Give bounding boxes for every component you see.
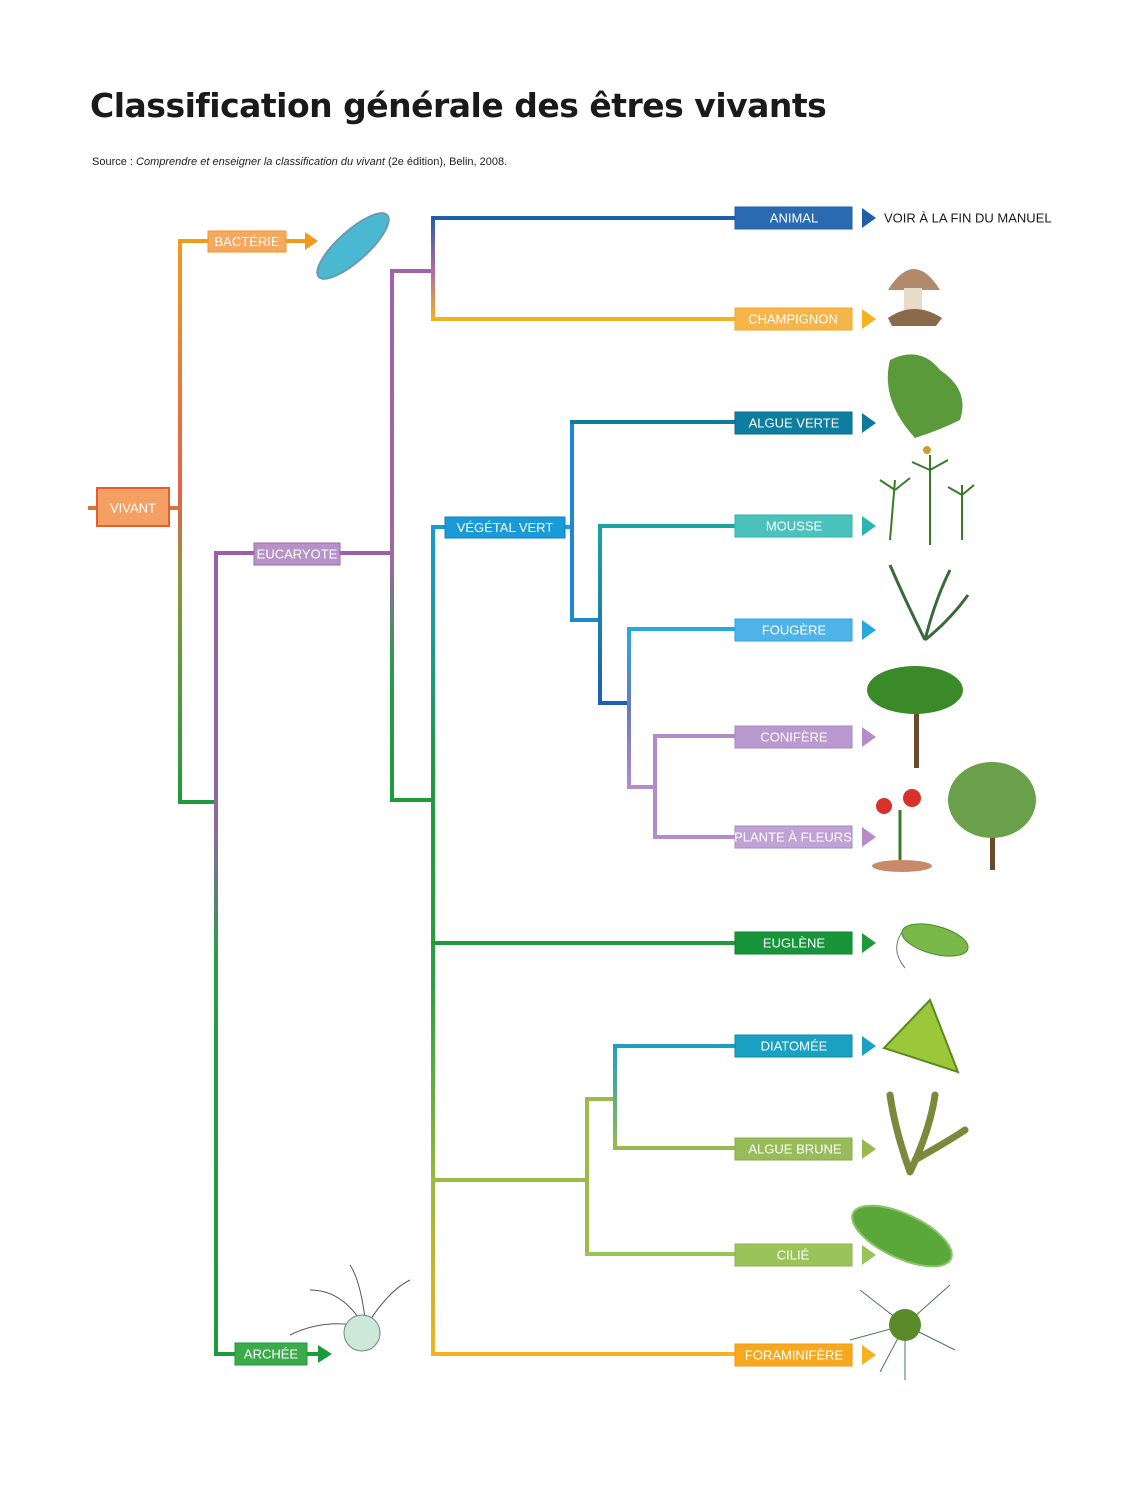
animal-line (431, 216, 741, 220)
arrow-icon (305, 232, 318, 250)
main-eucaryote-axis (431, 525, 435, 1356)
arrow-icon (862, 1139, 876, 1159)
leaf-label: DIATOMÉE (761, 1039, 828, 1054)
leaf-euglene[interactable]: EUGLÈNE (734, 931, 876, 955)
arrow-icon (862, 309, 876, 329)
arrow-icon (318, 1345, 332, 1363)
conifere-line (653, 734, 740, 738)
leaf-label: CHAMPIGNON (748, 312, 838, 327)
leaf-label: MOUSSE (766, 519, 823, 534)
eucaryote-archee-branch (214, 551, 218, 1356)
animal-note: VOIR À LA FIN DU MANUEL (884, 211, 1052, 226)
mushroom-illustration (888, 269, 942, 326)
arrow-icon (862, 413, 876, 433)
source-prefix: Source : (92, 156, 137, 168)
champignon-line (431, 317, 741, 321)
fern-illustration (888, 564, 970, 642)
plante-fleurs-line (653, 835, 740, 839)
sar-split (585, 1097, 589, 1256)
leaf-algue-brune[interactable]: ALGUE BRUNE (734, 1137, 876, 1161)
stramenopile-branch (585, 1097, 617, 1101)
node-label: VÉGÉTAL VERT (457, 520, 554, 535)
ciliate-illustration (851, 1204, 953, 1268)
tracheophyte-branch (598, 701, 631, 705)
green-algae-illustration (887, 354, 963, 438)
animal-champignon-split (431, 216, 435, 321)
leaf-plante-a-fleurs[interactable]: PLANTE À FLEURS (734, 825, 876, 849)
leaf-cilie[interactable]: CILIÉ (734, 1243, 876, 1267)
node-vegetal-vert[interactable]: VÉGÉTAL VERT (444, 516, 566, 539)
leaf-fougere[interactable]: FOUGÈRE (734, 618, 876, 642)
euglene-line (431, 941, 741, 945)
source-edition: (2e édition), Belin, 2008. (384, 156, 508, 168)
foraminifere-line (431, 1352, 741, 1356)
leaf-label: ALGUE BRUNE (748, 1142, 842, 1157)
leaf-foraminifere[interactable]: FORAMINIFÈRE (734, 1343, 876, 1367)
brown-algae-illustration (886, 1091, 969, 1176)
node-label: EUCARYOTE (257, 547, 338, 562)
node-vivant[interactable]: VIVANT (96, 487, 170, 527)
bacterium-illustration (316, 212, 390, 280)
spermaphyte-branch (627, 785, 657, 789)
diatomee-line (613, 1044, 740, 1048)
node-label: BACTÉRIE (214, 234, 279, 249)
fougere-line (627, 627, 740, 631)
opisthokont-branch (390, 269, 435, 273)
leaf-label: CONIFÈRE (760, 730, 828, 745)
leaf-label: ANIMAL (770, 211, 818, 226)
diatom-illustration (882, 998, 960, 1074)
source-citation: Source : Comprendre et enseigner la clas… (92, 156, 507, 168)
page-title: Classification générale des êtres vivant… (90, 86, 827, 125)
arrow-icon (862, 727, 876, 747)
node-archee[interactable]: ARCHÉE (234, 1342, 332, 1366)
stramenopile-split (613, 1044, 617, 1150)
leaf-label: FOUGÈRE (762, 623, 827, 638)
leaf-label: FORAMINIFÈRE (745, 1348, 844, 1363)
leaf-animal[interactable]: ANIMAL (734, 206, 876, 230)
flowering-plant-illustration (872, 762, 1036, 872)
node-label: VIVANT (110, 501, 156, 516)
node-bacterie[interactable]: BACTÉRIE (207, 230, 318, 253)
arrow-icon (862, 933, 876, 953)
mousse-split (598, 524, 602, 705)
mousse-line (598, 524, 740, 528)
leaf-champignon[interactable]: CHAMPIGNON (734, 307, 876, 331)
cilie-line (585, 1252, 740, 1256)
embryophyte-branch (570, 618, 602, 622)
sar-branch (431, 1178, 589, 1182)
arrow-icon (862, 827, 876, 847)
source-book-title: Comprendre et enseigner la classificatio… (136, 156, 385, 168)
others-branch (390, 798, 435, 802)
leaf-algue-verte[interactable]: ALGUE VERTE (734, 411, 876, 435)
leaf-conifere[interactable]: CONIFÈRE (734, 725, 876, 749)
eucaryote-split (390, 269, 394, 802)
fougere-split (627, 627, 631, 789)
vegetal-split (570, 420, 574, 622)
arrow-icon (862, 1345, 876, 1365)
algue-brune-line (613, 1146, 740, 1150)
leaf-label: CILIÉ (777, 1248, 810, 1263)
spermaphyte-split (653, 734, 657, 839)
leaf-mousse[interactable]: MOUSSE (734, 514, 876, 538)
arrow-icon (862, 620, 876, 640)
foraminifera-illustration (849, 1284, 956, 1380)
leaf-label: PLANTE À FLEURS (734, 830, 852, 845)
archaea-illustration (289, 1264, 411, 1352)
arrow-icon (862, 1036, 876, 1056)
neomura-branch (178, 800, 218, 804)
leaf-label: EUGLÈNE (763, 936, 825, 951)
arrow-icon (862, 516, 876, 536)
leaf-label: ALGUE VERTE (749, 416, 840, 431)
euglena-illustration (896, 923, 969, 969)
node-eucaryote[interactable]: EUCARYOTE (253, 542, 341, 566)
leaf-diatomee[interactable]: DIATOMÉE (734, 1034, 876, 1058)
arrow-icon (862, 1245, 876, 1265)
vivant-branch (178, 239, 182, 804)
moss-illustration (879, 446, 975, 545)
arrow-icon (862, 208, 876, 228)
conifer-illustration (867, 666, 963, 768)
node-label: ARCHÉE (244, 1347, 299, 1362)
branch-lines (88, 216, 741, 1356)
algue-verte-line (570, 420, 740, 424)
